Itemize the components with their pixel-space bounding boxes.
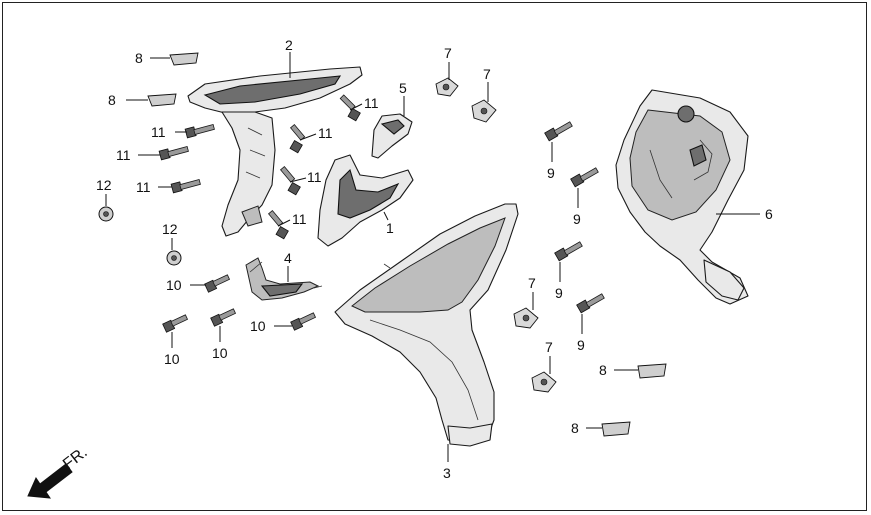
label-10a: 10	[166, 277, 182, 293]
part-1-center-panel	[317, 154, 414, 247]
label-10c: 10	[212, 345, 228, 361]
label-10d: 10	[250, 318, 266, 334]
part-5-bracket	[371, 113, 413, 159]
label-7d: 7	[545, 339, 553, 355]
label-8d: 8	[571, 420, 579, 436]
label-8c: 8	[599, 362, 607, 378]
bolt-11g	[267, 210, 289, 240]
label-11d: 11	[364, 95, 379, 111]
label-2: 2	[285, 37, 293, 53]
grommet-8b	[147, 93, 177, 107]
label-11b: 11	[116, 147, 131, 163]
label-7c: 7	[528, 275, 536, 291]
label-11f: 11	[307, 169, 322, 185]
label-11e: 11	[318, 125, 333, 141]
bolt-9b	[570, 167, 599, 188]
part-6-inner-cover	[615, 89, 749, 305]
label-12b: 12	[162, 221, 178, 237]
bolt-10d	[290, 312, 317, 331]
label-9b: 9	[573, 211, 581, 227]
part-3-side-cowl	[334, 203, 519, 447]
leader-lines	[105, 52, 760, 462]
bolt-10a	[204, 274, 231, 293]
label-7b: 7	[483, 66, 491, 82]
label-8a: 8	[135, 50, 143, 66]
label-4: 4	[284, 250, 292, 266]
bolt-9a	[544, 121, 573, 142]
label-11g: 11	[292, 211, 307, 227]
nut-12b	[166, 250, 182, 266]
label-5: 5	[399, 80, 407, 96]
clip-7d	[531, 371, 557, 393]
grommet-8d	[601, 421, 631, 437]
bolt-9d	[576, 293, 605, 314]
front-direction-indicator: FR.	[27, 444, 91, 499]
bolt-11a	[184, 123, 215, 139]
label-9a: 9	[547, 165, 555, 181]
label-1: 1	[386, 220, 394, 236]
arrow-down-left-icon	[27, 463, 73, 499]
label-6: 6	[765, 206, 773, 222]
bolt-11e	[289, 124, 306, 154]
label-10b: 10	[164, 351, 180, 367]
part-4-lower-bracket	[245, 257, 323, 301]
label-11a: 11	[151, 124, 166, 140]
bolt-11c	[170, 178, 201, 194]
bolt-10c	[210, 308, 237, 327]
label-8b: 8	[108, 92, 116, 108]
bolt-11f	[279, 166, 301, 196]
bolt-11b	[158, 145, 189, 161]
label-11c: 11	[136, 179, 151, 195]
label-12a: 12	[96, 177, 112, 193]
label-9c: 9	[555, 285, 563, 301]
grommet-8c	[637, 363, 667, 379]
clip-7b	[471, 99, 497, 123]
bolt-9c	[554, 241, 583, 262]
label-3: 3	[443, 465, 451, 481]
part-2-upper-cover	[187, 66, 363, 237]
clip-7a	[435, 77, 459, 97]
bolt-10b	[162, 314, 189, 333]
label-9d: 9	[577, 337, 585, 353]
nut-12a	[98, 206, 114, 222]
clip-7c	[513, 307, 539, 329]
bolt-11d	[339, 94, 361, 122]
part-labels: 2 8 8 11 11 11 12 12 10 10 10 10 4 5 7 7…	[96, 37, 773, 481]
label-7a: 7	[444, 45, 452, 61]
grommet-8a	[169, 52, 199, 66]
